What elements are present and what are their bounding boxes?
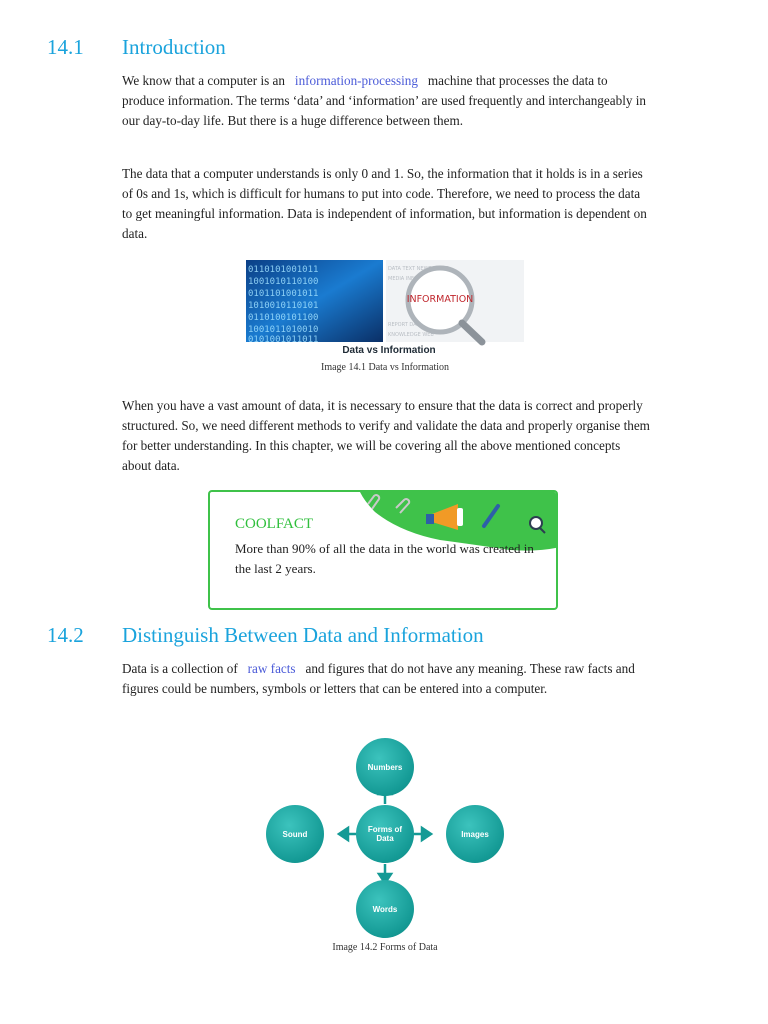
svg-text:0101001011011: 0101001011011 [248, 335, 318, 345]
node-sound: Sound [266, 805, 324, 863]
section-number: 14.1 [47, 35, 84, 59]
paperclip-icon [367, 494, 411, 514]
svg-text:1010010110101: 1010010110101 [248, 301, 318, 311]
svg-text:0101101001011: 0101101001011 [248, 289, 318, 299]
coolfact-title: COOLFACT [235, 516, 314, 532]
svg-text:0110101001011: 0110101001011 [248, 265, 318, 275]
coolfact-decoration [360, 492, 556, 551]
data-vs-information-figure: 0110101001011 1001010110100 010110100101… [246, 260, 524, 356]
coolfact-text: More than 90% of all the data in the wor… [235, 541, 534, 576]
text-run: machine that processes the data to produ… [122, 73, 647, 128]
section-title: Distinguish Between Data and Information [122, 623, 484, 647]
megaphone-icon [426, 504, 463, 530]
magnifier-icon [529, 516, 546, 534]
intro-paragraph-2: The data that a computer understands is … [122, 166, 647, 241]
pencil-icon [482, 504, 500, 528]
node-center: Forms of Data [356, 805, 414, 863]
svg-text:1001010110100: 1001010110100 [248, 277, 318, 287]
svg-text:KNOWLEDGE WEB: KNOWLEDGE WEB [388, 332, 434, 338]
section-title: Introduction [122, 35, 226, 59]
highlight-term: information-processing [294, 73, 418, 88]
intro-paragraph-3: When you have a vast amount of data, it … [122, 398, 650, 473]
highlight-term: raw facts [247, 661, 296, 676]
svg-text:1001011010010: 1001011010010 [248, 325, 318, 335]
text-run: and figures that do not have any meaning… [122, 661, 635, 696]
node-numbers: Numbers [356, 738, 414, 796]
figure-label: Data vs Information [342, 345, 435, 356]
node-words: Words [356, 880, 414, 938]
node-images: Images [446, 805, 504, 863]
text-run: We know that a computer is an [122, 73, 286, 88]
figure-caption-2: Image 14.2 Forms of Data [332, 942, 438, 953]
intro-paragraph-1: We know that a computer is an informatio… [122, 71, 652, 131]
distinguish-paragraph: Data is a collection of raw facts and fi… [122, 659, 652, 699]
section-number: 14.2 [47, 623, 84, 647]
figure-caption-1: Image 14.1 Data vs Information [320, 362, 450, 373]
svg-text:DATA TEXT NEWS WORD: DATA TEXT NEWS WORD [388, 266, 450, 272]
forms-of-data-diagram: Numbers Sound Forms of Data Images Words [260, 738, 510, 938]
svg-text:REPORT DATA FACTS: REPORT DATA FACTS [388, 322, 439, 328]
figure-word: INFORMATION [407, 294, 474, 305]
coolfact-box: COOLFACT More than 90% of all the data i… [208, 490, 558, 610]
text-run: Data is a collection of [122, 661, 238, 676]
svg-text:0110100101100: 0110100101100 [248, 313, 318, 323]
